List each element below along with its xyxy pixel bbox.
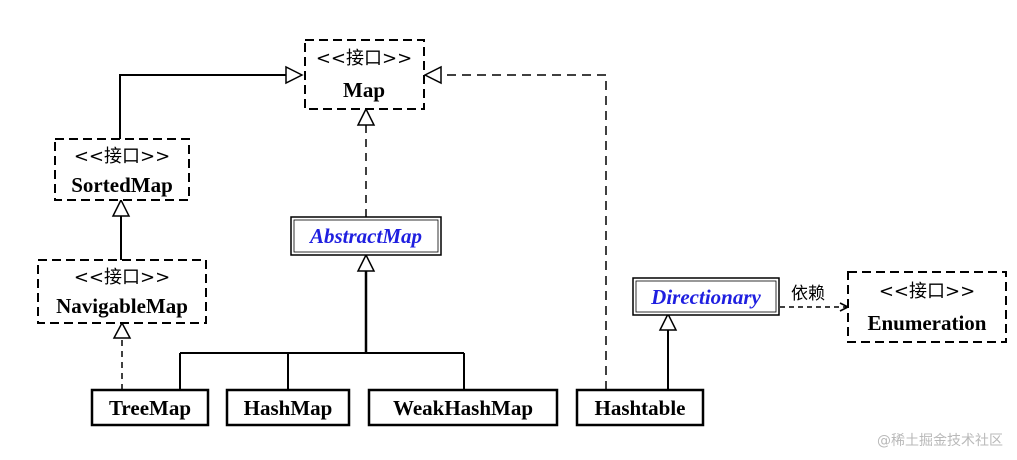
edge-maps-abstractmap-arrowhead (356, 253, 376, 272)
node-hash-map: HashMap (225, 388, 351, 427)
node-navigable-map: <<接口>> NavigableMap (37, 259, 207, 324)
node-enumeration: <<接口>> Enumeration (847, 271, 1007, 343)
edge-sortedmap-map-arrowhead (285, 65, 304, 85)
abstractmap-box (290, 216, 442, 256)
directionary-name: Directionary (650, 285, 761, 309)
map-stereotype: <<接口>> (316, 48, 412, 69)
edge-hashtable-to-map (441, 74, 607, 390)
enumeration-box (847, 271, 1007, 343)
abstractmap-name: AbstractMap (308, 224, 422, 248)
node-weak-hash-map: WeakHashMap (367, 388, 559, 427)
sortedmap-box (54, 138, 190, 201)
edge-hashtable-map-arrowhead (423, 65, 442, 85)
sortedmap-stereotype: <<接口>> (74, 146, 170, 167)
node-sorted-map: <<接口>> SortedMap (54, 138, 190, 201)
directionary-box (632, 277, 780, 316)
edge-navigable-sorted-arrowhead (111, 198, 131, 217)
hashmap-name: HashMap (244, 396, 333, 420)
edge-sortedmap-to-map (119, 74, 286, 140)
navigablemap-name: NavigableMap (56, 294, 188, 318)
treemap-name: TreeMap (109, 396, 191, 420)
map-name: Map (343, 78, 385, 102)
navigablemap-stereotype: <<接口>> (74, 267, 170, 288)
hashtable-box (575, 388, 705, 427)
edge-treemap-navigable-arrowhead (112, 321, 132, 339)
hashmap-box (225, 388, 351, 427)
watermark: @稀土掘金技术社区 (877, 433, 1003, 449)
map-box (304, 39, 425, 110)
edge-hashtable-directionary-arrowhead (658, 312, 678, 331)
edges (111, 65, 848, 390)
enumeration-name: Enumeration (867, 311, 986, 335)
node-abstract-map: AbstractMap (290, 216, 442, 256)
treemap-box (90, 388, 210, 427)
weakhashmap-box (367, 388, 559, 427)
enumeration-stereotype: <<接口>> (879, 281, 975, 302)
weakhashmap-name: WeakHashMap (393, 396, 533, 420)
edge-abstractmap-map-arrowhead (356, 107, 376, 126)
node-tree-map: TreeMap (90, 388, 210, 427)
dependency-label: 依赖 (791, 284, 825, 304)
node-hashtable: Hashtable (575, 388, 705, 427)
node-directionary: Directionary (632, 277, 780, 316)
node-map: <<接口>> Map (304, 39, 425, 110)
sortedmap-name: SortedMap (71, 173, 173, 197)
navigablemap-box (37, 259, 207, 324)
hashtable-name: Hashtable (594, 396, 685, 420)
